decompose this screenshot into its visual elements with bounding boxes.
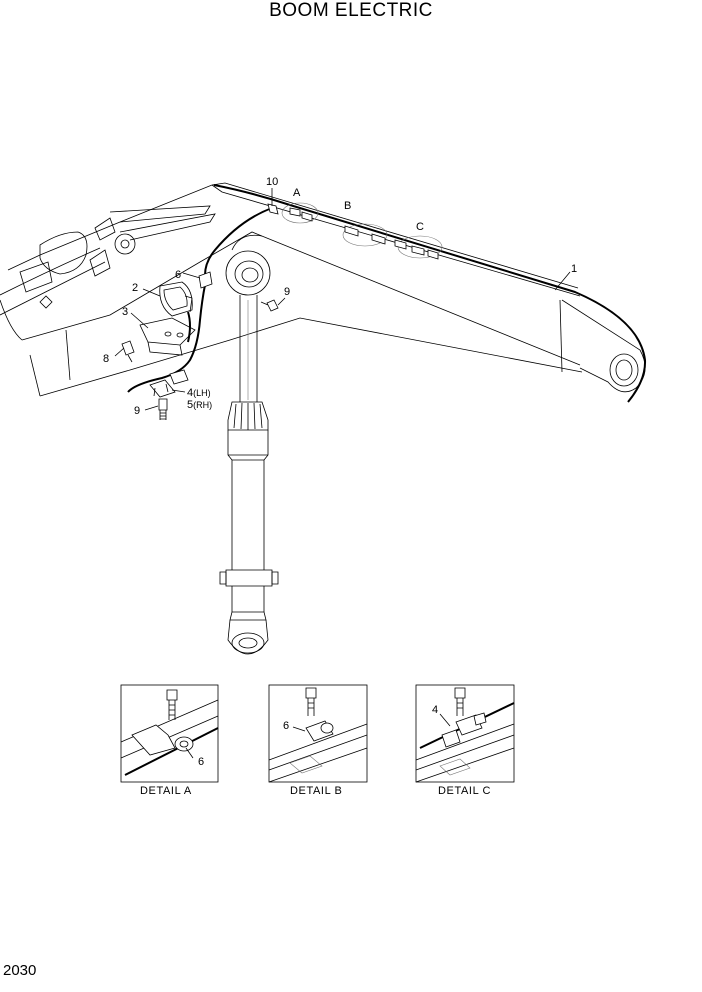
detail-b-part-label: 6 — [283, 720, 289, 732]
detail-a: 6 — [120, 684, 219, 783]
callout-10: 10 — [266, 176, 278, 188]
callout-detail-b: B — [344, 200, 351, 212]
callout-2: 2 — [132, 282, 138, 294]
callout-4-lh: 4(LH) — [187, 387, 211, 399]
detail-b-caption: DETAIL B — [290, 785, 342, 797]
wiring-harness — [127, 184, 647, 403]
callout-detail-a: A — [293, 187, 301, 199]
callout-detail-c: C — [416, 221, 424, 233]
detail-a-caption: DETAIL A — [140, 785, 192, 797]
detail-c: 4 — [415, 684, 515, 783]
callout-5-rh: 5(RH) — [187, 399, 212, 411]
callout-9-top: 9 — [284, 286, 290, 298]
work-lamp-assembly — [139, 281, 196, 356]
detail-a-part-label: 6 — [198, 756, 204, 768]
detail-c-part-label: 4 — [432, 704, 438, 716]
detail-b: 6 — [268, 684, 368, 783]
callouts: 10 A B C 1 6 2 9 3 8 4(LH) 5(RH) 9 — [103, 176, 577, 417]
leader-lines — [114, 188, 571, 411]
callout-1: 1 — [571, 263, 577, 275]
callout-3: 3 — [122, 306, 128, 318]
callout-8: 8 — [103, 353, 109, 365]
page-number: 2030 — [3, 962, 37, 979]
clip-details-on-boom — [121, 202, 443, 420]
detail-c-caption: DETAIL C — [438, 785, 491, 797]
page-title: BOOM ELECTRIC — [269, 0, 433, 21]
boom-cylinder — [219, 250, 279, 655]
callout-6: 6 — [175, 269, 181, 281]
boom-body — [0, 182, 646, 397]
callout-9-bottom: 9 — [134, 405, 140, 417]
